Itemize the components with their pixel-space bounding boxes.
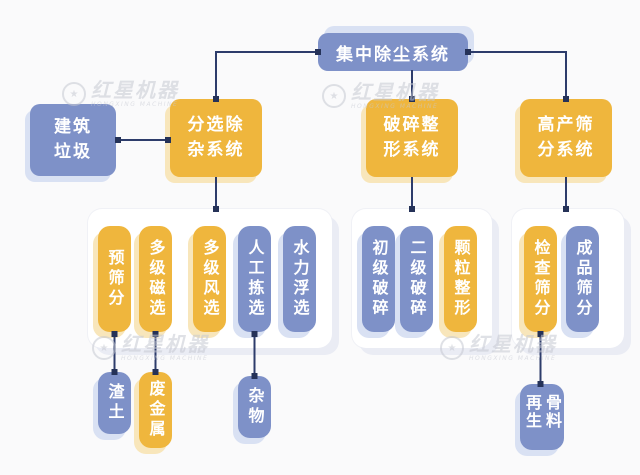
node-dust-removal-system: 集中除尘系统 xyxy=(318,33,468,71)
node-hydraulic-flotation: 水力浮选 xyxy=(283,226,316,332)
node-slag-soil: 渣土 xyxy=(98,372,131,434)
node-primary-crushing: 初级破碎 xyxy=(362,226,395,332)
watermark-hongxing: ★ 红星机器 HONGXING MACHINE xyxy=(322,82,439,110)
node-multistage-air-separation: 多级风选 xyxy=(193,226,226,332)
node-crushing-shaping-system: 破碎整 形系统 xyxy=(366,99,458,177)
node-construction-waste: 建筑 垃圾 xyxy=(30,104,116,176)
node-high-yield-screening-system: 高产筛 分系统 xyxy=(520,99,612,177)
watermark-subtext: HONGXING MACHINE xyxy=(91,101,179,108)
node-recycled-aggregate: 再生骨料 xyxy=(520,384,564,450)
star-badge-icon: ★ xyxy=(322,84,346,108)
node-secondary-crushing: 二级破碎 xyxy=(400,226,433,332)
watermark-subtext: HONGXING MACHINE xyxy=(469,355,557,362)
watermark-hongxing: ★ 红星机器 HONGXING MACHINE xyxy=(62,80,179,108)
watermark-brand: 红星机器 xyxy=(91,78,179,102)
watermark-brand: 红星机器 xyxy=(351,80,439,104)
node-scrap-metal: 废金属 xyxy=(139,372,172,448)
node-pre-screening: 预筛分 xyxy=(98,226,131,332)
watermark-hongxing: ★ 红星机器 HONGXING MACHINE xyxy=(440,334,557,362)
node-multistage-magnetic-separation: 多级磁选 xyxy=(139,226,172,332)
star-badge-icon: ★ xyxy=(440,336,464,360)
node-manual-sorting: 人工拣选 xyxy=(238,226,271,332)
node-debris: 杂物 xyxy=(238,376,271,438)
watermark-brand: 红星机器 xyxy=(121,332,209,356)
node-particle-shaping: 颗粒整形 xyxy=(444,226,477,332)
watermark-brand: 红星机器 xyxy=(469,332,557,356)
node-finished-product-screening: 成品筛分 xyxy=(566,226,599,332)
node-sorting-system: 分选除 杂系统 xyxy=(170,99,262,177)
watermark-subtext: HONGXING MACHINE xyxy=(121,355,209,362)
watermark-hongxing: ★ 红星机器 HONGXING MACHINE xyxy=(92,334,209,362)
star-badge-icon: ★ xyxy=(62,82,86,106)
star-badge-icon: ★ xyxy=(92,336,116,360)
node-inspection-screening: 检查筛分 xyxy=(524,226,557,332)
watermark-subtext: HONGXING MACHINE xyxy=(351,103,439,110)
